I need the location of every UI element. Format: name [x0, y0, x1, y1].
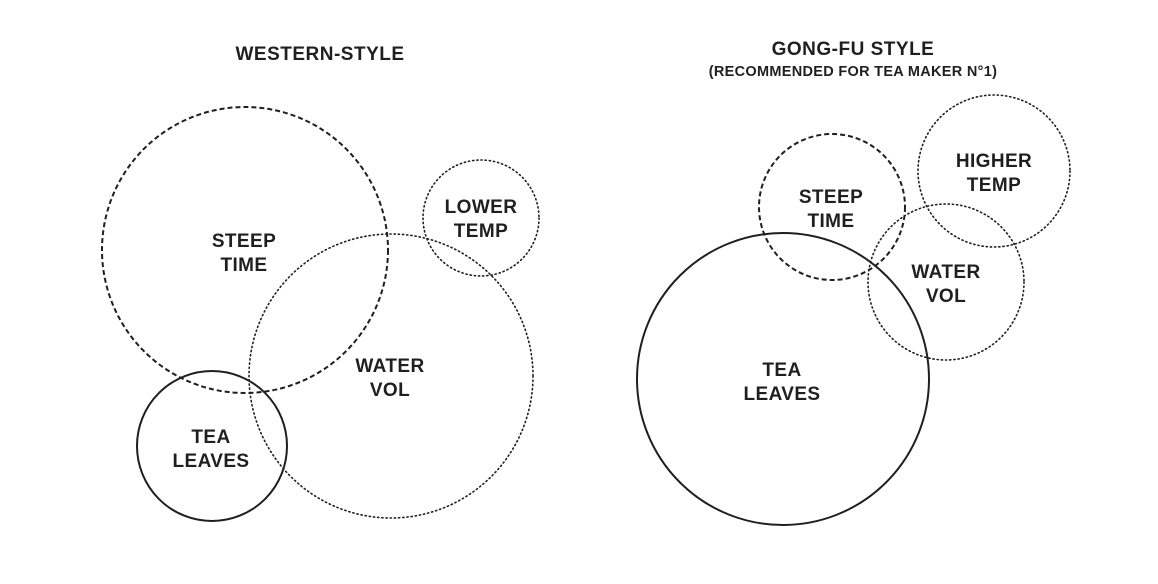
gongfu-water-vol-circle [867, 203, 1025, 361]
gongfu-higher-temp-circle [917, 94, 1071, 248]
western-lower-temp-circle [422, 159, 540, 277]
gongfu-water-vol-label-line1: WATER [911, 262, 980, 283]
western-water-vol-circle [248, 233, 534, 519]
gongfu-tea-leaves-label-line2: LEAVES [743, 384, 820, 405]
western-lower-temp-label-line2: TEMP [454, 221, 508, 242]
gongfu-steep-time-label-line1: STEEP [799, 187, 863, 208]
gongfu-steep-time-label-line2: TIME [808, 211, 855, 232]
western-steep-time-circle [101, 106, 389, 394]
gongfu-higher-temp-label-line1: HIGHER [956, 151, 1032, 172]
western-tea-leaves-circle [136, 370, 288, 522]
gong-fu-style-title: GONG-FU STYLE [772, 39, 935, 60]
western-steep-time-label-line2: TIME [221, 255, 268, 276]
gongfu-tea-leaves-label-line1: TEA [762, 360, 801, 381]
gongfu-tea-leaves-circle [636, 232, 930, 526]
western-steep-time-label-line1: STEEP [212, 231, 276, 252]
gongfu-higher-temp-label-line2: TEMP [967, 175, 1021, 196]
western-tea-leaves-label-line1: TEA [191, 427, 230, 448]
western-water-vol-label-line1: WATER [355, 356, 424, 377]
gongfu-water-vol-label-line2: VOL [926, 286, 966, 307]
western-water-vol-label-line2: VOL [370, 380, 410, 401]
western-style-title: WESTERN-STYLE [235, 44, 404, 65]
western-tea-leaves-label-line2: LEAVES [172, 451, 249, 472]
gongfu-steep-time-circle [758, 133, 906, 281]
western-lower-temp-label-line1: LOWER [445, 197, 518, 218]
gong-fu-style-subtitle: (RECOMMENDED FOR TEA MAKER N°1) [709, 64, 997, 80]
western-style-diagram: WESTERN-STYLE STEEP TIME LOWER TEMP WATE… [101, 44, 540, 522]
gong-fu-style-diagram: GONG-FU STYLE (RECOMMENDED FOR TEA MAKER… [636, 39, 1071, 526]
